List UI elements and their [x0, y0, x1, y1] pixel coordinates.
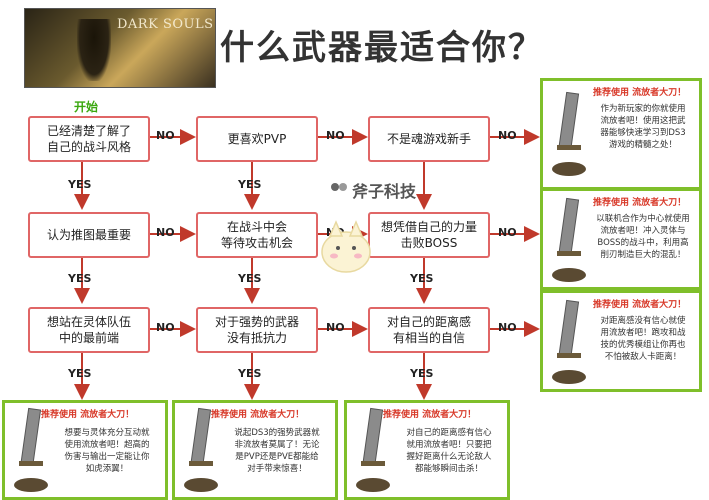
greatsword-icon [184, 407, 218, 492]
yes-label: YES [68, 272, 92, 285]
question-box-r3c1: 想站在灵体队伍中的最前端 [28, 307, 150, 353]
recommendation-box-right-1: 推荐使用 流放者大刀！ 作为新玩家的你就使用流放者吧！使用这把武器能够快速学习到… [540, 78, 702, 190]
no-label: NO [156, 226, 175, 239]
recommendation-box-right-3: 推荐使用 流放者大刀！ 对距离感没有信心就使用流放者吧！跑攻和战技的优秀模组让你… [540, 290, 702, 392]
question-text-line: 对于强势的武器 [214, 315, 299, 329]
no-label: NO [498, 321, 517, 334]
yes-label: YES [238, 272, 262, 285]
question-text-line: 不是魂游戏新手 [386, 132, 471, 146]
question-text-line: 认为推图最重要 [46, 228, 131, 242]
question-text-line: 想站在灵体队伍 [46, 315, 131, 329]
question-box-r1c3: 不是魂游戏新手 [368, 116, 490, 162]
greatsword-icon [552, 197, 586, 282]
game-logo-text: DARK SOULS III [117, 17, 215, 32]
recommendation-body: 说起DS3的强势武器就非流放者莫属了！无论是PVP还是PVE都能给对手带来惊喜！ [234, 428, 320, 474]
question-text-line: 想凭借自己的力量 [380, 220, 477, 234]
watermark-logo-icon [331, 183, 347, 191]
recommendation-box-bottom-2: 推荐使用 流放者大刀！ 说起DS3的强势武器就非流放者莫属了！无论是PVP还是P… [172, 400, 338, 500]
question-box-r2c1: 认为推图最重要 [28, 212, 150, 258]
question-box-r2c3: 想凭借自己的力量击败BOSS [368, 212, 490, 258]
question-text-line: 等待攻击机会 [220, 236, 293, 250]
recommendation-box-bottom-3: 推荐使用 流放者大刀！ 对自己的距离感有信心就用流放者吧！只要把握好距离什么无论… [344, 400, 510, 500]
no-label: NO [156, 129, 175, 142]
question-text-line: 中的最前端 [58, 331, 119, 345]
question-text-line: 对自己的距离感 [386, 315, 471, 329]
question-text-line: 自己的战斗风格 [46, 140, 131, 154]
recommendation-body: 对距离感没有信心就使用流放者吧！跑攻和战技的优秀模组让你再也不怕被敌人卡距离！ [600, 316, 686, 362]
recommendation-title: 推荐使用 流放者大刀！ [211, 410, 305, 420]
yes-label: YES [68, 178, 92, 191]
yes-label: YES [238, 178, 262, 191]
no-label: NO [498, 129, 517, 142]
start-label: 开始 [74, 100, 99, 114]
no-label: NO [326, 321, 345, 334]
question-text-line: 击败BOSS [400, 236, 458, 250]
yes-label: YES [68, 367, 92, 380]
no-label: NO [156, 321, 175, 334]
recommendation-title: 推荐使用 流放者大刀！ [593, 88, 687, 98]
question-text-line: 有相当的自信 [392, 331, 465, 345]
question-box-r1c1: 已经清楚了解了自己的战斗风格 [28, 116, 150, 162]
greatsword-icon [14, 407, 48, 492]
question-box-r1c2: 更喜欢PVP [196, 116, 318, 162]
page-title: 什么武器最适合你？ [220, 28, 544, 68]
recommendation-title: 推荐使用 流放者大刀！ [593, 198, 687, 208]
recommendation-body: 对自己的距离感有信心就用流放者吧！只要把握好距离什么无论敌人都能够瞬间击杀！ [406, 428, 492, 474]
question-box-r2c2: 在战斗中会等待攻击机会 [196, 212, 318, 258]
game-banner-image: DARK SOULS III [24, 8, 216, 88]
greatsword-icon [356, 407, 390, 492]
question-text-line: 更喜欢PVP [227, 132, 287, 146]
mascot-icon [321, 220, 371, 273]
question-box-r3c3: 对自己的距离感有相当的自信 [368, 307, 490, 353]
yes-label: YES [238, 367, 262, 380]
no-label: NO [498, 226, 517, 239]
no-label: NO [326, 129, 345, 142]
question-text-line: 没有抵抗力 [226, 331, 287, 345]
recommendation-box-bottom-1: 推荐使用 流放者大刀！ 想要与灵体充分互动就使用流放者吧！超高的伤害与输出一定能… [2, 400, 168, 500]
recommendation-body: 想要与灵体充分互动就使用流放者吧！超高的伤害与输出一定能让你如虎添翼！ [64, 428, 150, 474]
recommendation-title: 推荐使用 流放者大刀！ [41, 410, 135, 420]
recommendation-title: 推荐使用 流放者大刀！ [383, 410, 477, 420]
knight-figure [77, 19, 111, 81]
greatsword-icon [552, 299, 586, 384]
yes-label: YES [410, 367, 434, 380]
recommendation-title: 推荐使用 流放者大刀！ [593, 300, 687, 310]
question-text-line: 已经清楚了解了 [46, 124, 131, 138]
question-box-r3c2: 对于强势的武器没有抵抗力 [196, 307, 318, 353]
greatsword-icon [552, 91, 586, 176]
watermark-text: 斧子科技 [352, 182, 417, 201]
yes-label: YES [410, 272, 434, 285]
question-text-line: 在战斗中会 [226, 220, 287, 234]
